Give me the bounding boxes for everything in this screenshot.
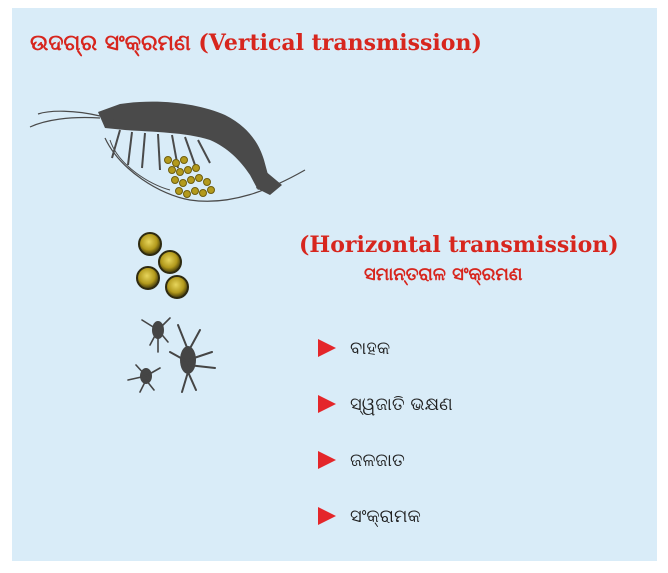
route-item: ଜଳଜାତ [318, 445, 405, 475]
vertical-title-odia: ଉଦଗ୍ର ସଂକ୍ରମଣ [30, 31, 191, 56]
route-item: ସଂକ୍ରାମକ [318, 501, 421, 531]
route-item: ବାହକ [318, 333, 390, 363]
route-label: ବାହକ [350, 337, 391, 359]
route-item: ସ୍ୱଜାତି ଭକ୍ଷଣ [318, 389, 453, 419]
play-arrow-icon [318, 395, 336, 413]
vertical-title-en: (Vertical transmission) [198, 30, 482, 56]
larva-icon [127, 317, 216, 393]
horizontal-transmission-title-odia: ସମାନ୍ତରାଳ ସଂକ୍ରମଣ [364, 264, 523, 285]
route-label: ଜଳଜାତ [350, 449, 405, 471]
play-arrow-icon [318, 507, 336, 525]
egg-cluster-icon [164, 156, 215, 198]
vertical-transmission-title: ଉଦଗ୍ର ସଂକ୍ରମଣ (Vertical transmission) [30, 30, 482, 56]
route-label: ସଂକ୍ରାମକ [350, 505, 421, 527]
play-arrow-icon [318, 451, 336, 469]
play-arrow-icon [318, 339, 336, 357]
horizontal-transmission-title-en: (Horizontal transmission) [299, 232, 619, 258]
route-label: ସ୍ୱଜାତି ଭକ୍ଷଣ [350, 393, 453, 415]
shrimp-icon [29, 101, 306, 202]
large-egg-cluster-icon [136, 232, 189, 299]
